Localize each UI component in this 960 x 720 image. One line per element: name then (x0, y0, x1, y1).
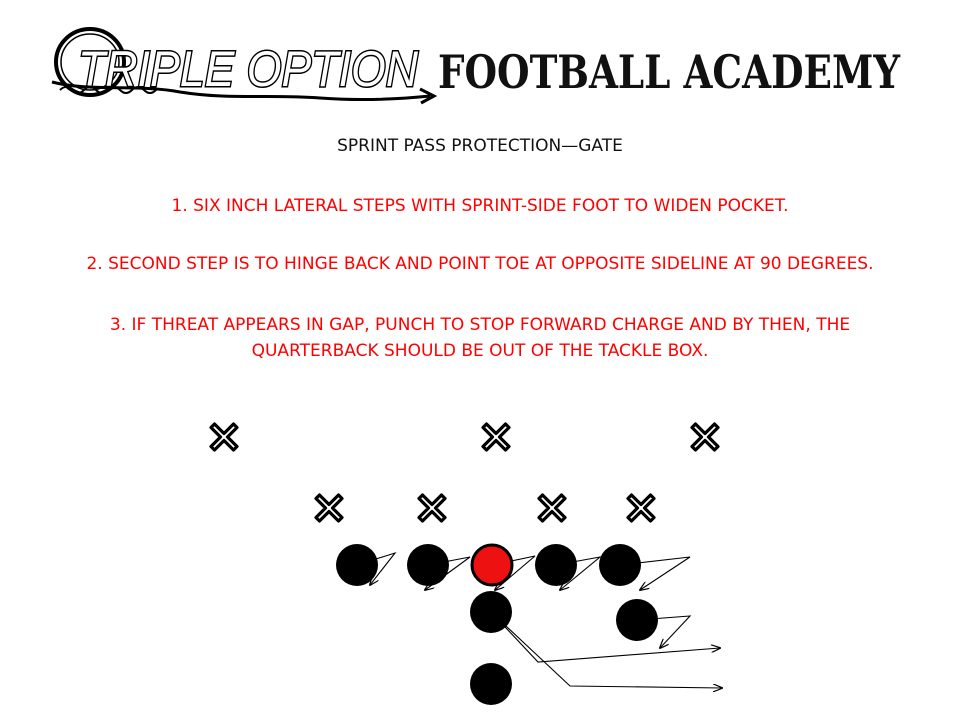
coaching-point-2: 2. SECOND STEP IS TO HINGE BACK AND POIN… (86, 254, 874, 274)
player-left-tackle (336, 544, 378, 586)
player-left-guard (407, 544, 449, 586)
player-quarterback (470, 591, 512, 633)
defender-end-left-x-icon (314, 493, 344, 523)
defender-right-backer-x-icon (690, 422, 720, 452)
route-right-tackle (619, 556, 691, 590)
academy-logo: TRIPLE OPTION FOOTBALL ACADEMY (51, 27, 901, 105)
player-right-tackle (599, 544, 641, 586)
offensive-players (336, 543, 658, 705)
coaching-point-3-line-1: 3. IF THREAT APPEARS IN GAP, PUNCH TO ST… (109, 315, 851, 335)
coaching-point-3: 3. IF THREAT APPEARS IN GAP, PUNCH TO ST… (0, 312, 960, 364)
player-tight-end (616, 599, 658, 641)
logo-block-text: FOOTBALL ACADEMY (438, 45, 901, 99)
logo-t-circle (54, 27, 126, 97)
diagram-title: SPRINT PASS PROTECTION—GATE (337, 136, 623, 156)
route-qb-release (490, 611, 720, 663)
defender-left-backer-x-icon (209, 422, 239, 452)
player-center-highlighted (470, 543, 514, 587)
defender-tackle-left-x-icon (417, 493, 447, 523)
defender-end-right-x-icon (626, 493, 656, 523)
defender-middle-backer-x-icon (481, 422, 511, 452)
defenders-group (209, 422, 720, 523)
player-running-back (470, 663, 512, 705)
route-back-release (490, 611, 722, 688)
coaching-point-3-line-2: QUARTERBACK SHOULD BE OUT OF THE TACKLE … (251, 341, 709, 361)
defender-tackle-right-x-icon (537, 493, 567, 523)
coaching-point-1: 1. SIX INCH LATERAL STEPS WITH SPRINT-SI… (171, 196, 789, 216)
player-right-guard (535, 544, 577, 586)
